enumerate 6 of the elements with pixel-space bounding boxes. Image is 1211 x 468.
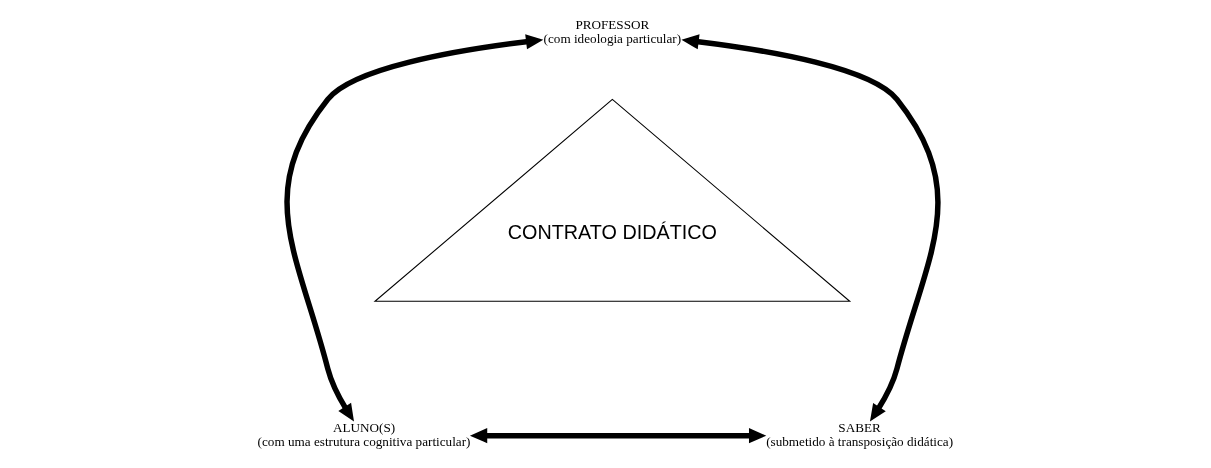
arrow — [681, 34, 941, 422]
node-text: PROFESSOR (com ideologia particular) — [543, 16, 682, 46]
node-text: SABER (submetido à transposição didática) — [766, 419, 954, 450]
node-text: ALUNO(S) (com uma estrutura cognitiva particular) — [257, 419, 471, 450]
arrow — [284, 34, 544, 422]
arrow — [469, 428, 767, 444]
